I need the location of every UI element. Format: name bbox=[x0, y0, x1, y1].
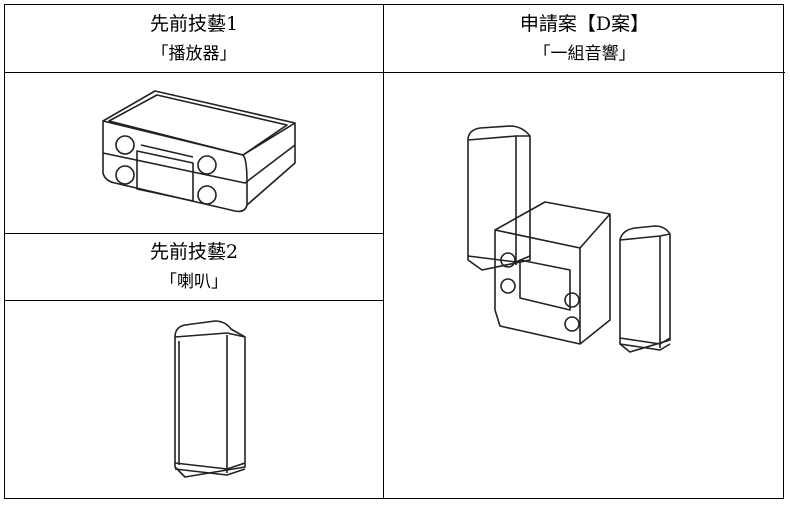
row-divider bbox=[5, 72, 785, 73]
application-header: 申請案【D案】 「一組音響」 bbox=[384, 9, 785, 69]
prior-art-1-subtitle: 「播放器」 bbox=[151, 44, 237, 64]
prior-art-2-title: 先前技藝2 bbox=[149, 241, 239, 263]
column-divider bbox=[383, 5, 384, 498]
application-title: 申請案【D案】 bbox=[519, 13, 650, 35]
speaker-drawing bbox=[174, 320, 246, 478]
application-subtitle: 「一組音響」 bbox=[533, 44, 636, 64]
player-drawing bbox=[102, 90, 296, 213]
prior-art-2-header: 先前技藝2 「喇叭」 bbox=[5, 237, 383, 297]
prior-art-2-subtitle: 「喇叭」 bbox=[160, 272, 228, 292]
row-divider bbox=[5, 233, 383, 234]
prior-art-1-title: 先前技藝1 bbox=[149, 13, 239, 35]
row-divider bbox=[5, 300, 383, 301]
comparison-table: 先前技藝1 「播放器」 申請案【D案】 「一組音響」 先前技藝2 「喇叭」 bbox=[4, 4, 785, 499]
prior-art-1-header: 先前技藝1 「播放器」 bbox=[5, 9, 383, 69]
audio-set-drawing bbox=[467, 125, 671, 353]
